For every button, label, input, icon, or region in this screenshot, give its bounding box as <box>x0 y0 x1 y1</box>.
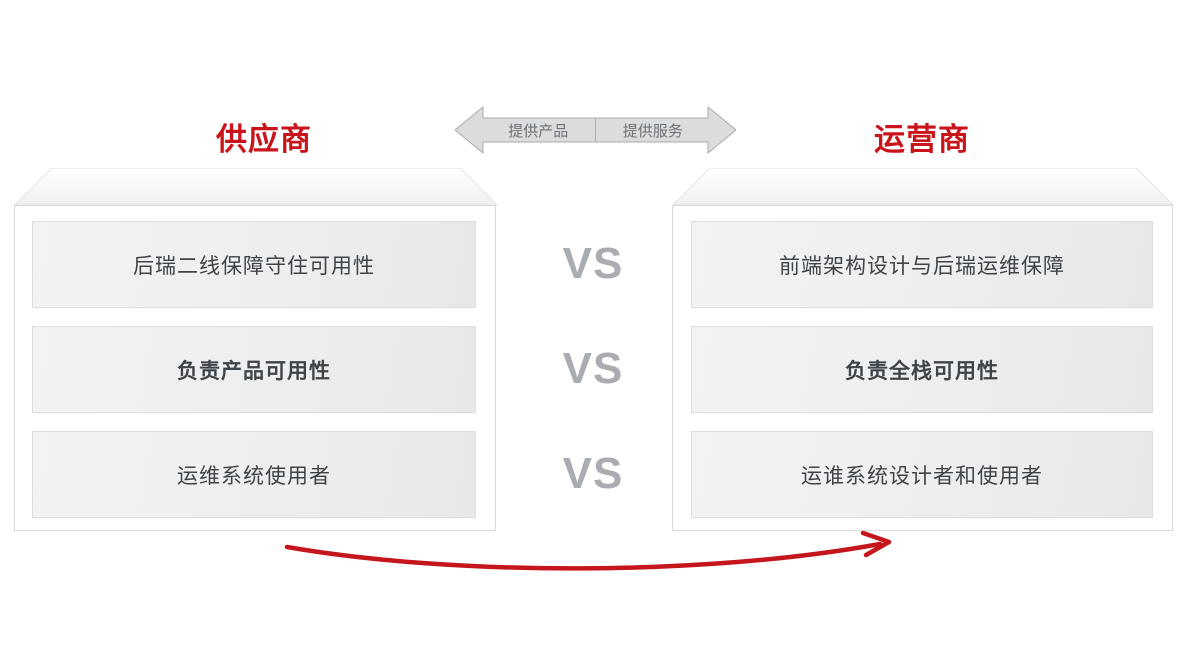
flow-arrow-label-right: 提供服务 <box>622 122 683 140</box>
supplier-title: 供应商 <box>216 122 312 157</box>
operator-row-2-text: 负责全栈可用性 <box>845 359 999 383</box>
supplier-row-3[interactable]: 运维系统使用者 <box>32 431 476 518</box>
operator-box-body: 前端架构设计与后瑞运维保障 负责全栈可用性 运谁系统设计者和使用者 <box>672 205 1173 531</box>
operator-row-1[interactable]: 前端架构设计与后瑞运维保障 <box>691 221 1153 308</box>
vs-label-2: VS <box>562 343 624 393</box>
operator-row-3[interactable]: 运谁系统设计者和使用者 <box>691 431 1153 518</box>
supplier-row-3-text: 运维系统使用者 <box>177 464 331 488</box>
supplier-box-top-face <box>13 167 499 206</box>
vs-label-3: VS <box>562 448 624 498</box>
flow-arrow: 提供产品 提供服务 <box>455 103 736 157</box>
supplier-row-2-text: 负责产品可用性 <box>177 359 331 383</box>
evolution-arrow <box>275 528 905 578</box>
supplier-row-2[interactable]: 负责产品可用性 <box>32 326 476 413</box>
operator-box-top-face <box>671 167 1175 206</box>
operator-row-1-text: 前端架构设计与后瑞运维保障 <box>779 254 1065 278</box>
supplier-box-body: 后瑞二线保障守住可用性 负责产品可用性 运维系统使用者 <box>14 205 496 531</box>
operator-row-2[interactable]: 负责全栈可用性 <box>691 326 1153 413</box>
supplier-row-1[interactable]: 后瑞二线保障守住可用性 <box>32 221 476 308</box>
supplier-box: 后瑞二线保障守住可用性 负责产品可用性 运维系统使用者 <box>13 167 499 534</box>
supplier-row-1-text: 后瑞二线保障守住可用性 <box>133 254 375 278</box>
vs-label-1: VS <box>562 238 624 288</box>
operator-row-3-text: 运谁系统设计者和使用者 <box>801 464 1043 488</box>
flow-arrow-label-left: 提供产品 <box>508 122 569 140</box>
operator-title: 运营商 <box>874 122 970 157</box>
operator-box: 前端架构设计与后瑞运维保障 负责全栈可用性 运谁系统设计者和使用者 <box>671 167 1175 534</box>
